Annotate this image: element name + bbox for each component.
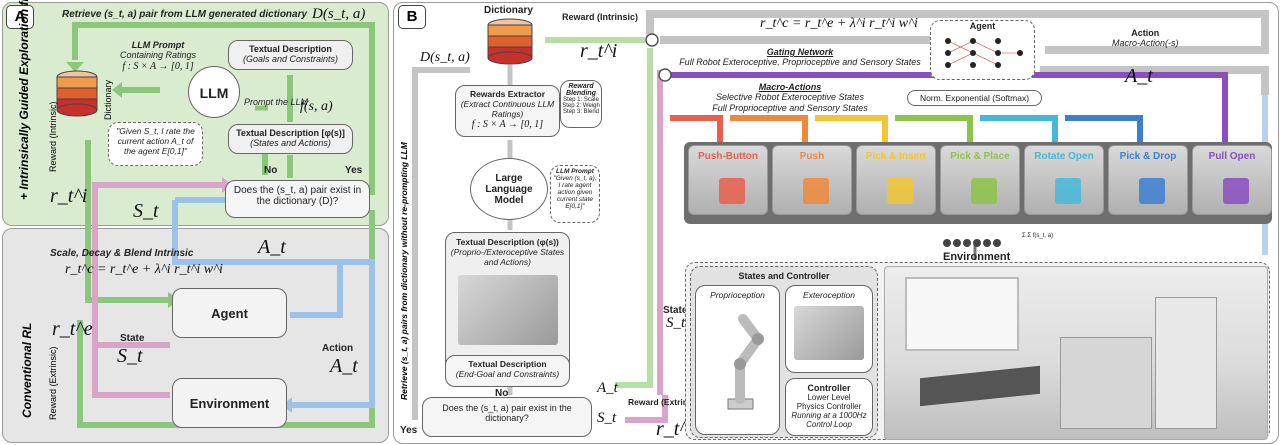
task-object <box>1055 178 1081 204</box>
dictionary-icon-b <box>487 18 533 65</box>
yes-label-a: Yes <box>345 165 363 176</box>
state-math-b: S_t <box>666 315 686 331</box>
textual-end-box: Textual Description (End-Goal and Constr… <box>445 355 570 387</box>
environment-label-b: Environment <box>943 251 1011 263</box>
task-tile: Pick & Place <box>940 145 1020 215</box>
weighted-sum-math: Σ Σ f(s_t, a) <box>1022 233 1054 239</box>
state-math-a: S_t <box>117 345 143 367</box>
scale-decay-label: Scale, Decay & Blend Intrinsic <box>50 248 194 259</box>
retrieve-label: Retrieve (s_t, a) pair from LLM generate… <box>62 9 308 20</box>
task-title: Pull Open <box>1208 151 1256 162</box>
neural-net-icon <box>944 38 1023 68</box>
r-i-a: r_t^i <box>50 185 88 207</box>
task-tile: Pull Open <box>1192 145 1272 215</box>
robot-arm-icon <box>727 314 764 410</box>
controller-box: Controller Lower Level Physics Controlle… <box>785 378 873 436</box>
task-tile: Pick & Drop <box>1108 145 1188 215</box>
agent-network-box: Agent <box>930 20 1035 80</box>
exteroception-box: Exteroception <box>785 285 873 373</box>
task-object <box>719 178 745 204</box>
no-label-b: No <box>495 388 509 399</box>
blend-eq-b: r_t^c = r_t^e + λ^i r_t^i w^i <box>760 16 918 31</box>
s-t-b2: S_t <box>597 410 617 426</box>
task-tile: Push <box>772 145 852 215</box>
retrieve-vertical-b: Retrieve (s_t, a) pairs from dictionary … <box>399 142 409 400</box>
proprioception-box: Proprioception <box>695 285 780 435</box>
llm-circle-b: Large Language Model <box>470 158 548 220</box>
textual-goals-box: Textual Description (Goals and Constrain… <box>228 40 353 70</box>
action-math-a: A_t <box>330 355 358 377</box>
agent-box-a: Agent <box>172 288 287 338</box>
weighted-sum <box>943 234 1023 247</box>
kitchen-scene <box>884 266 1268 440</box>
task-object <box>803 178 829 204</box>
blend-eq-a: r_t^c = r_t^e + λ^i r_t^i w^i <box>65 262 223 277</box>
llm-prompt-b: LLM Prompt "Given (s_t, a), I rate agent… <box>550 165 600 223</box>
a-t-b2: A_t <box>597 380 618 396</box>
task-tile: Pick & Insert <box>856 145 936 215</box>
task-title: Pick & Place <box>950 151 1010 162</box>
reward-extrinsic-b: Reward (Extrinsic) <box>628 397 703 407</box>
a-t-b: A_t <box>1125 65 1153 87</box>
extero-images <box>794 306 864 360</box>
macro-actions: Macro-Actions Selective Robot Exterocept… <box>712 82 868 113</box>
task-title: Push <box>799 151 825 162</box>
llm-prompt-label: LLM Prompt Containing Ratings f : S × A … <box>120 40 197 72</box>
f-math: f(s, a) <box>300 99 333 114</box>
gating-network: Gating Network Full Robot Exteroceptive,… <box>679 47 921 68</box>
a-t-a: A_t <box>258 236 286 258</box>
task-title: Pick & Insert <box>865 151 927 162</box>
retrieve-math: D(s_t, a) <box>312 6 366 22</box>
panel-a-arrows <box>66 22 375 428</box>
action-label-a: Action <box>322 343 354 354</box>
task-object <box>971 178 997 204</box>
reward-intrinsic-label-b: Reward (Intrinsic) <box>562 12 639 22</box>
panel-b-letter: B <box>398 5 426 29</box>
exists-question-a: Does the (s_t, a) pair exist in the dict… <box>225 180 370 218</box>
llm-circle: LLM <box>188 66 240 118</box>
no-label-a: No <box>264 165 278 176</box>
textual-states-box: Textual Description [φ(s)] (States and A… <box>228 124 353 154</box>
task-object <box>887 178 913 204</box>
state-label-b: State <box>663 305 688 316</box>
task-tile: Push-Button <box>688 145 768 215</box>
rewards-extractor-box: Rewards Extractor (Extract Continuous LL… <box>455 85 560 137</box>
r-i-b: r_t^i <box>580 40 618 62</box>
exists-question-b: Does the (s_t, a) pair exist in the dict… <box>422 397 592 437</box>
dictionary-label-b: Dictionary <box>484 5 533 16</box>
action-label-b: Action Macro-Action(-s) <box>1112 28 1179 49</box>
environment-box-a: Environment <box>172 378 287 428</box>
state-images <box>457 275 558 345</box>
given-quote-box: "Given S_t, I rate the current action A_… <box>108 122 203 166</box>
task-tile: Rotate Open <box>1024 145 1104 215</box>
task-title: Pick & Drop <box>1119 151 1177 162</box>
r-e-a: r_t^e <box>52 318 93 340</box>
task-object <box>1223 178 1249 204</box>
prompt-llm-label: Prompt the LLM <box>244 97 309 107</box>
reward-blending-box: Reward Blending Step 1: Scale Step 2: We… <box>560 80 602 128</box>
s-t-a: S_t <box>133 200 159 222</box>
d-math-b: D(s_t, a) <box>420 50 470 65</box>
norm-exp-box: Norm. Exponential (Softmax) <box>907 90 1042 106</box>
dictionary-icon <box>56 70 98 117</box>
state-label-a: State <box>120 333 145 344</box>
panel-a-letter: A <box>6 5 34 29</box>
task-title: Rotate Open <box>1034 151 1094 162</box>
yes-label-b: Yes <box>400 425 418 436</box>
task-title: Push-Button <box>698 151 758 162</box>
task-object <box>1139 178 1165 204</box>
